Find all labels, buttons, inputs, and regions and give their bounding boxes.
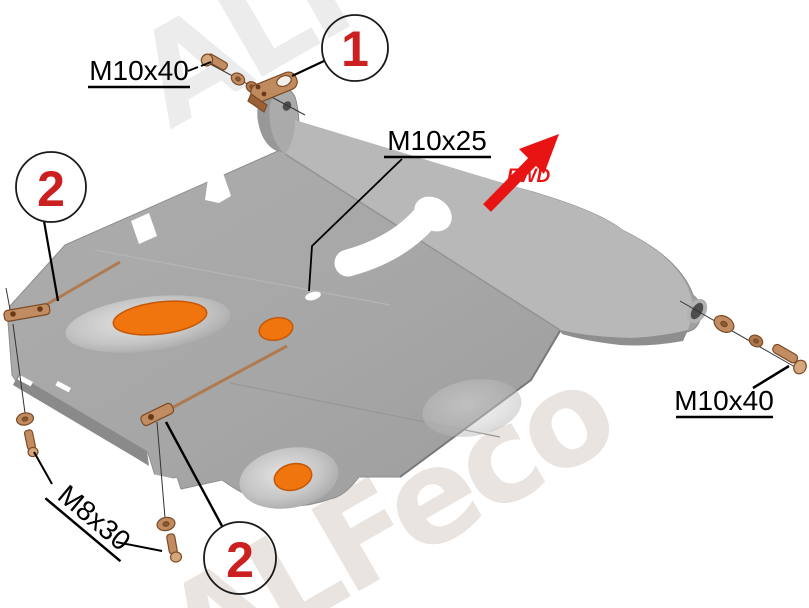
dome-boss-right xyxy=(422,379,522,437)
plate-bottom-right-edge xyxy=(399,330,561,478)
label-m10x40-right: M10x40 xyxy=(674,364,790,419)
fwd-arrow-shaft xyxy=(483,156,538,212)
leader-m8-bottom xyxy=(115,541,163,552)
callout-circle xyxy=(321,14,389,82)
leader-line xyxy=(308,158,403,292)
leader-line xyxy=(42,220,60,302)
edge-notch-2 xyxy=(205,167,231,203)
bolt-axis-right xyxy=(679,300,803,372)
leader-dash-2 xyxy=(200,61,212,67)
label-m10x25: M10x25 xyxy=(308,125,491,292)
callout-number-2-left: 2 xyxy=(37,161,65,217)
label-m8x30: M8x30 xyxy=(44,479,136,563)
orange-plug-left xyxy=(112,300,208,336)
fwd-arrow-head xyxy=(519,134,559,174)
bolt-axis-left xyxy=(12,323,26,414)
label-text-m10x25: M10x25 xyxy=(387,125,487,156)
callout-2-bottom: 2 xyxy=(164,421,277,595)
leader-line xyxy=(291,60,325,77)
label-text-m8x30: M8x30 xyxy=(52,479,136,557)
hardware-right-bolt xyxy=(679,300,807,375)
leader-m8-left xyxy=(33,451,53,485)
crease-line-upper xyxy=(94,249,391,306)
flange-slot-2 xyxy=(55,380,72,393)
kidney-cutout xyxy=(334,196,452,277)
bolt-m10x40-right xyxy=(772,343,807,375)
flange-slot-1 xyxy=(17,374,34,387)
bolt-m8x30-left xyxy=(23,429,39,458)
fwd-label: FWD xyxy=(507,166,551,187)
clamp-plate-bottom xyxy=(140,402,175,427)
flange-underside-shadow xyxy=(560,330,688,346)
washer-right-lock xyxy=(748,334,764,348)
label-text-m10x40-top: M10x40 xyxy=(89,55,189,86)
edge-notch-1 xyxy=(131,213,157,244)
washer-top-flat xyxy=(230,72,246,86)
bolt-slot-center xyxy=(305,291,321,301)
callout-number-1: 1 xyxy=(341,21,369,77)
callout-circle xyxy=(203,521,277,595)
label-underline xyxy=(44,497,122,563)
leader-dash-1 xyxy=(187,66,199,72)
leader-line xyxy=(752,364,790,390)
washer-left-m8 xyxy=(15,412,35,426)
callout-2-left: 2 xyxy=(15,151,87,302)
label-text-m10x40-right: M10x40 xyxy=(674,385,774,416)
clamp-strip-bottom xyxy=(169,344,288,411)
washer-bottom-m8 xyxy=(156,516,176,532)
bolt-axis-bottom xyxy=(156,421,166,519)
leader-line xyxy=(164,421,224,527)
orange-plug-bottom xyxy=(273,462,313,492)
clamp-plate-left xyxy=(3,303,51,322)
bolt-m8x30-bottom xyxy=(166,533,183,563)
fwd-direction: FWD xyxy=(483,134,559,212)
callout-number-2-bottom: 2 xyxy=(226,532,254,588)
mount-bracket xyxy=(247,71,298,113)
callout-1: 1 xyxy=(291,14,389,82)
plate-left-side-face xyxy=(13,375,149,466)
orange-plug-center xyxy=(258,316,294,342)
label-m10x40-top-left: M10x40 xyxy=(88,55,212,89)
callout-circle xyxy=(15,151,87,223)
washer-right-flat xyxy=(713,315,735,333)
hardware-bottom-clamp xyxy=(140,344,288,563)
flange-bend-line xyxy=(284,153,561,331)
